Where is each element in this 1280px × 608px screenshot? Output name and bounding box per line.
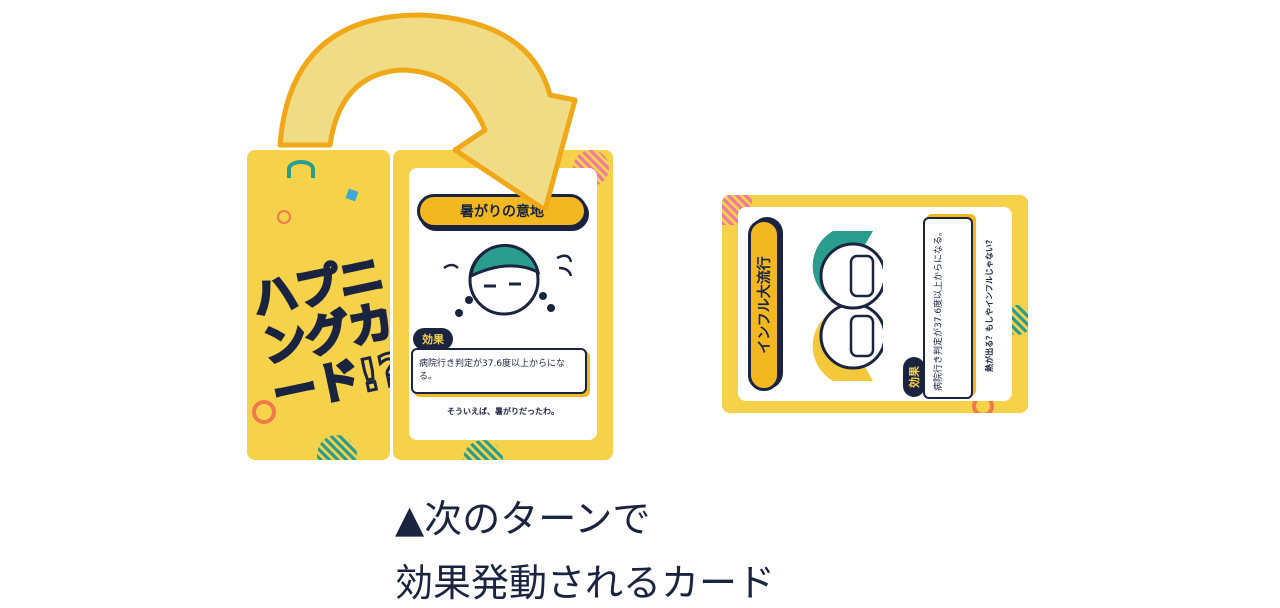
card-title: インフル大流行 [748, 219, 780, 391]
card-face: 暑がりの意地 効果 病院行き判定が37.6度以上からになる。 そういえば、暑がり… [409, 168, 597, 440]
card-back: ハプニングカード!? [247, 150, 390, 460]
curved-arrow-icon [277, 12, 578, 210]
effect-text: 病院行き判定が37.6度以上からになる。 [411, 348, 587, 394]
caption-line-2: 効果発動されるカード [395, 561, 776, 605]
card-front: 暑がりの意地 効果 病院行き判定が37.6度以上からになる。 そういえば、暑がり… [393, 150, 613, 460]
confetti [287, 160, 315, 178]
effect-tag: 効果 [413, 328, 453, 350]
caption-line-1: ▲次のターンで [395, 497, 651, 541]
logo: ハプニングカード!? [247, 247, 390, 422]
card-title: 暑がりの意地 [417, 194, 587, 228]
confetti [277, 210, 291, 224]
character-illustration [443, 244, 573, 317]
card-face: インフル大流行 効果 病院行き判定が37.6度以上からになる。 熱が出る？もしや… [738, 207, 1012, 401]
effect-text: 病院行き判定が37.6度以上からになる。 [923, 217, 973, 399]
character-illustration [812, 231, 883, 381]
confetti [252, 400, 276, 424]
confetti [317, 435, 357, 460]
confetti [463, 440, 503, 460]
card-rotated: インフル大流行 効果 病院行き判定が37.6度以上からになる。 熱が出る？もしや… [722, 195, 1028, 413]
flavor-text: 熱が出る？もしやインフルじゃない？ [985, 236, 994, 372]
flavor-text: そういえば、暑がりだったわ。 [447, 407, 559, 416]
effect-tag: 効果 [903, 357, 925, 397]
